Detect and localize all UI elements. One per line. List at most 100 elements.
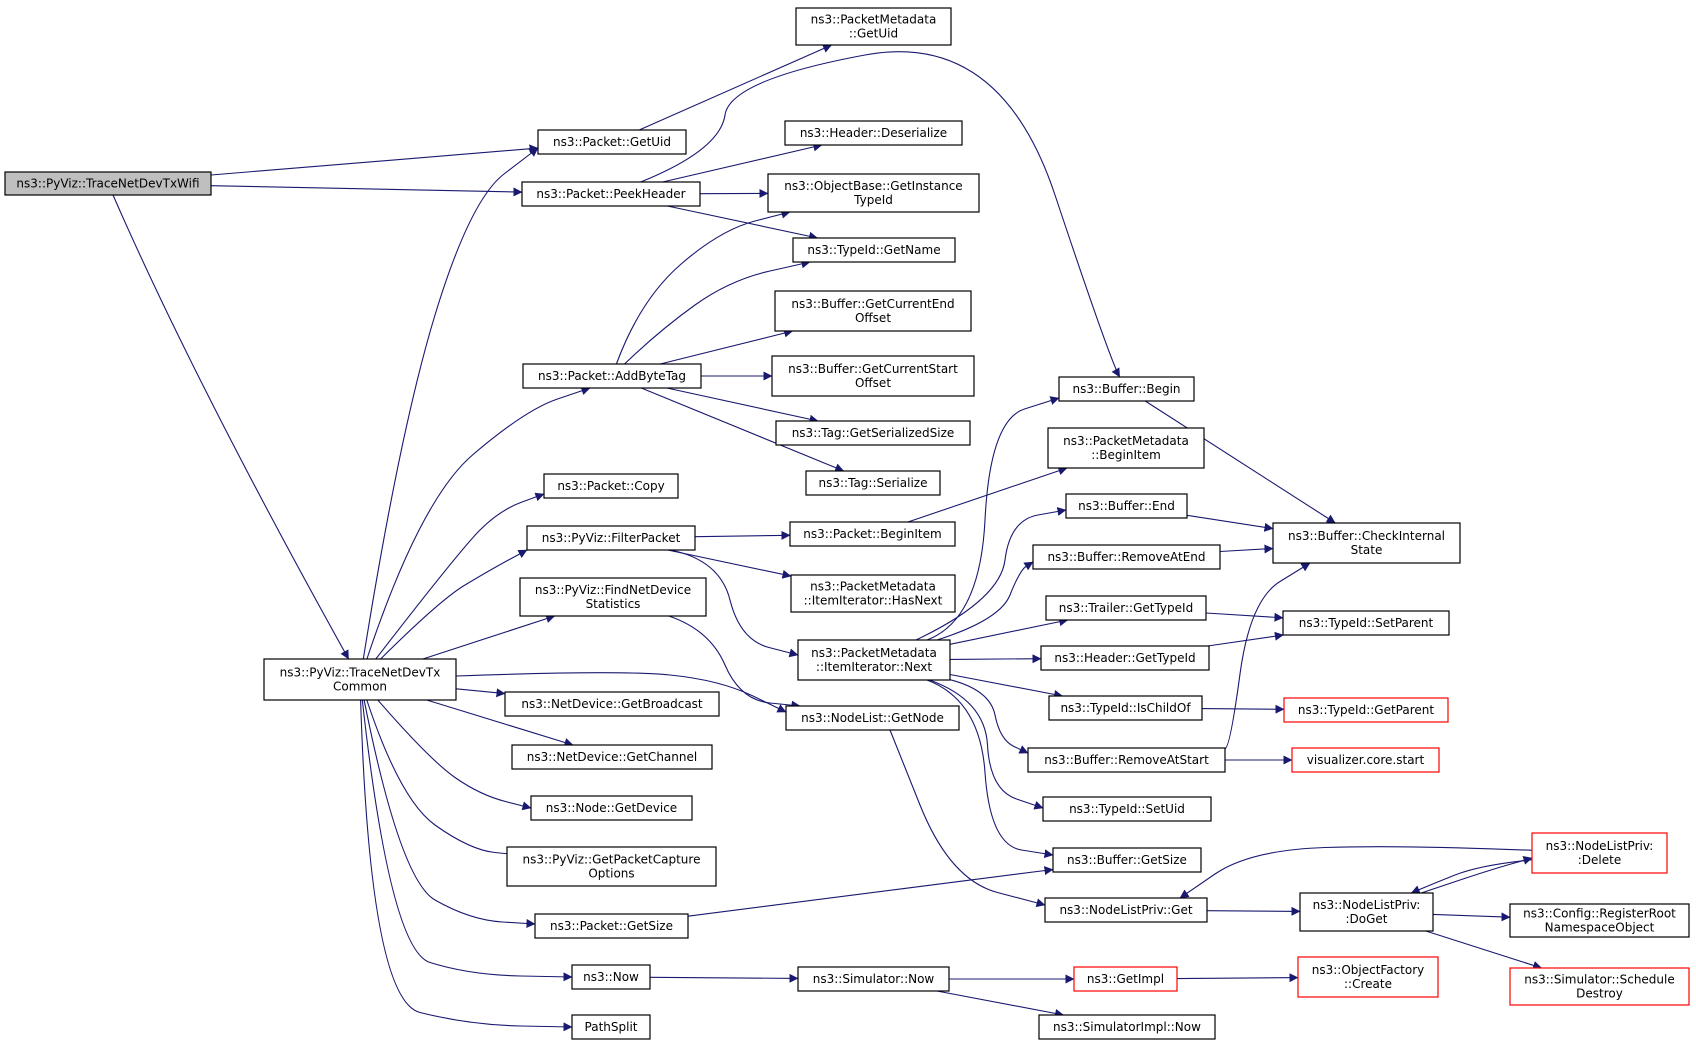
node-label: Destroy — [1576, 987, 1623, 1001]
graph-node[interactable]: ns3::Buffer::GetSize — [1052, 847, 1202, 873]
graph-node[interactable]: ns3::GetImpl — [1073, 966, 1178, 992]
graph-node[interactable]: ns3::Buffer::Begin — [1058, 376, 1195, 402]
graph-node[interactable]: ns3::TypeId::GetName — [792, 237, 956, 263]
call-edge — [1432, 912, 1511, 922]
graph-node[interactable]: ns3::ObjectFactory::Create — [1297, 956, 1439, 998]
call-edge — [929, 679, 1044, 810]
node-box — [1038, 1014, 1216, 1040]
node-label: ns3::TypeId::SetUid — [1069, 802, 1185, 816]
call-edge — [662, 142, 823, 183]
node-label: ns3::Packet::GetUid — [553, 135, 671, 149]
graph-node[interactable]: ns3::Node::GetDevice — [530, 795, 693, 821]
node-label: ns3::TypeId::GetName — [807, 243, 940, 257]
graph-node[interactable]: ns3::Now — [571, 964, 651, 990]
graph-node[interactable]: ns3::NodeListPriv::DoGet — [1299, 892, 1434, 932]
node-box — [1045, 595, 1207, 621]
graph-node[interactable]: ns3::NodeListPriv::Delete — [1531, 832, 1668, 874]
graph-node[interactable]: ns3::Buffer::RemoveAtStart — [1027, 747, 1226, 773]
call-edge — [422, 614, 556, 660]
node-label: ns3::Packet::BeginItem — [803, 527, 941, 541]
graph-node[interactable]: ns3::TypeId::IsChildOf — [1048, 695, 1203, 721]
graph-node[interactable]: PathSplit — [571, 1014, 651, 1040]
node-label: ::GetUid — [849, 27, 898, 41]
node-label: ::Create — [1344, 977, 1392, 991]
node-label: ns3::Config::RegisterRoot — [1523, 907, 1676, 921]
node-box — [1065, 493, 1188, 519]
node-box — [1044, 897, 1208, 923]
node-label: ns3::Buffer::GetCurrentEnd — [791, 297, 954, 311]
call-edge — [1421, 856, 1533, 894]
node-label: ns3::Simulator::Now — [813, 972, 935, 986]
graph-node[interactable]: ns3::TypeId::SetParent — [1282, 610, 1450, 636]
graph-node[interactable]: ns3::PacketMetadata::ItemIterator::Next — [797, 639, 951, 681]
node-box — [519, 577, 707, 617]
graph-node[interactable]: ns3::PacketMetadata::BeginItem — [1047, 427, 1205, 469]
graph-node[interactable]: ns3::Simulator::Now — [797, 966, 950, 992]
graph-node[interactable]: ns3::NetDevice::GetChannel — [511, 744, 713, 770]
call-edge — [455, 688, 506, 698]
node-box — [1048, 695, 1203, 721]
graph-node[interactable]: ns3::PyViz::TraceNetDevTxWifi — [4, 171, 212, 196]
node-label: ns3::SimulatorImpl::Now — [1053, 1020, 1201, 1034]
node-box — [521, 181, 701, 207]
node-box — [1058, 376, 1195, 402]
node-label: ns3::TypeId::IsChildOf — [1060, 701, 1191, 715]
graph-node[interactable]: ns3::SimulatorImpl::Now — [1038, 1014, 1216, 1040]
node-label: ns3::Now — [583, 970, 639, 984]
node-label: ns3::Buffer::GetSize — [1067, 853, 1187, 867]
call-edge — [112, 194, 350, 660]
graph-node[interactable]: visualizer.core.start — [1291, 747, 1440, 773]
node-layer: ns3::PyViz::TraceNetDevTxWifins3::Packet… — [4, 7, 1690, 1040]
node-label: ns3::TypeId::SetParent — [1299, 616, 1434, 630]
graph-node[interactable]: ns3::Header::GetTypeId — [1040, 645, 1210, 671]
graph-node[interactable]: ns3::Buffer::RemoveAtEnd — [1032, 544, 1221, 570]
node-box — [797, 639, 951, 681]
graph-node[interactable]: ns3::NetDevice::GetBroadcast — [504, 691, 720, 717]
node-label: ns3::PyViz::FindNetDevice — [535, 583, 691, 597]
graph-node[interactable]: ns3::Trailer::GetTypeId — [1045, 595, 1207, 621]
graph-node[interactable]: ns3::PyViz::FilterPacket — [526, 525, 696, 551]
graph-node[interactable]: ns3::Packet::PeekHeader — [521, 181, 701, 207]
call-edge — [1206, 906, 1301, 916]
node-box — [771, 355, 975, 397]
graph-node[interactable]: ns3::Packet::GetUid — [537, 129, 687, 155]
call-edge — [667, 205, 819, 241]
node-label: ns3::Node::GetDevice — [546, 801, 677, 815]
node-label: ns3::Buffer::Begin — [1072, 382, 1180, 396]
graph-node[interactable]: ns3::NodeList::GetNode — [785, 705, 960, 731]
graph-node[interactable]: ns3::PacketMetadata::GetUid — [795, 7, 952, 46]
graph-node[interactable]: ns3::Tag::GetSerializedSize — [775, 420, 971, 446]
graph-node[interactable]: ns3::Packet::Copy — [543, 473, 679, 499]
graph-node[interactable]: ns3::TypeId::SetUid — [1042, 796, 1212, 822]
node-box — [1073, 966, 1178, 992]
node-label: ns3::Buffer::RemoveAtEnd — [1047, 550, 1205, 564]
call-edge — [377, 699, 532, 811]
graph-node[interactable]: ns3::Header::Deserialize — [784, 120, 963, 146]
node-box — [1052, 847, 1202, 873]
graph-node[interactable]: ns3::Packet::GetSize — [534, 913, 689, 939]
node-box — [805, 470, 941, 496]
call-edge — [1201, 704, 1285, 714]
node-box — [1531, 832, 1668, 874]
call-edge — [1219, 544, 1274, 554]
graph-node[interactable]: ns3::Tag::Serialize — [805, 470, 941, 496]
graph-node[interactable]: ns3::TypeId::GetParent — [1283, 697, 1449, 723]
graph-node[interactable]: ns3::NodeListPriv::Get — [1044, 897, 1208, 923]
graph-node[interactable]: ns3::Packet::AddByteTag — [522, 363, 702, 389]
graph-node[interactable]: ns3::PacketMetadata::ItemIterator::HasNe… — [790, 574, 956, 613]
node-label: ns3::Packet::GetSize — [550, 919, 673, 933]
node-label: ns3::PyViz::FilterPacket — [542, 531, 681, 545]
graph-node[interactable]: ns3::Buffer::End — [1065, 493, 1188, 519]
graph-node[interactable]: ns3::Packet::BeginItem — [789, 521, 956, 547]
call-edge — [210, 144, 539, 176]
